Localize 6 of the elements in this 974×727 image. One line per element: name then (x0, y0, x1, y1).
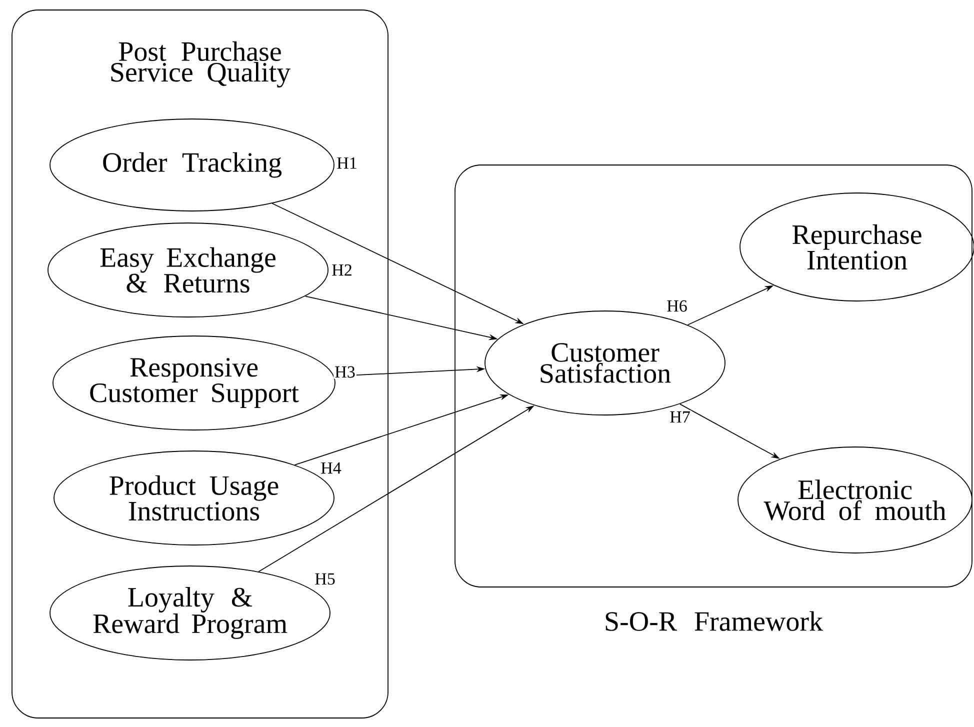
edge-label: H1 (336, 156, 358, 170)
node-label: S-O-R Framework (606, 611, 824, 631)
edge-label: H2 (330, 263, 354, 277)
edge-label: H3 (334, 365, 356, 379)
edge-label: H6 (666, 299, 688, 313)
edge-label: H7 (668, 410, 692, 424)
